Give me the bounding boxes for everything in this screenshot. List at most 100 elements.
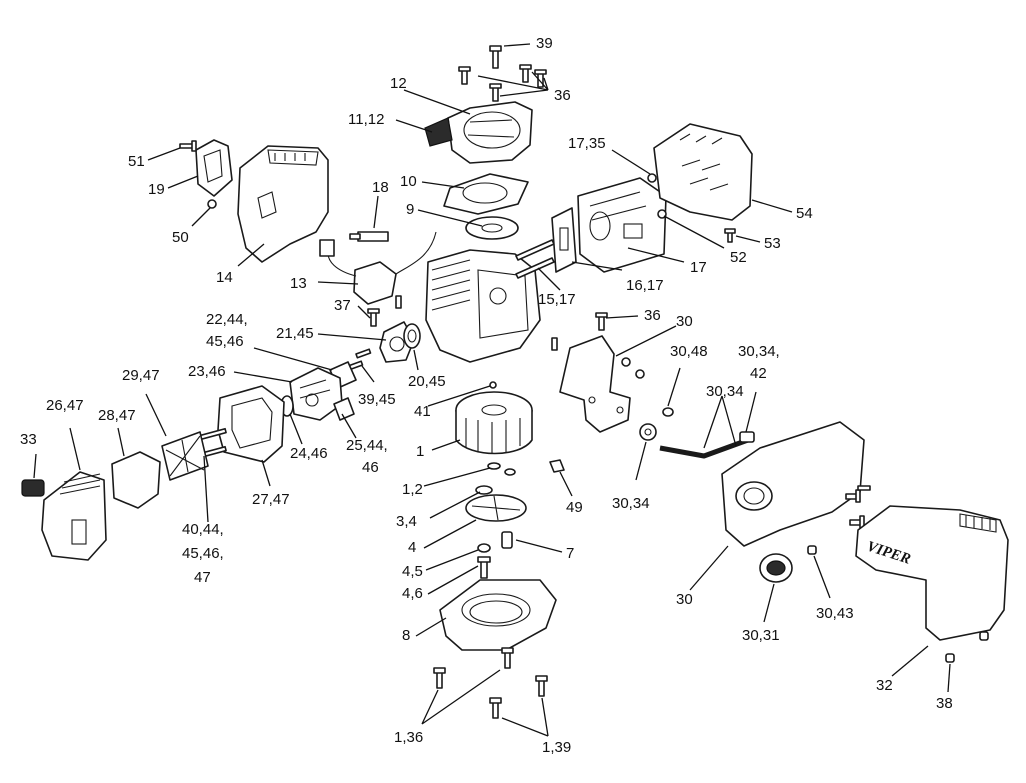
callout-1-2: 1,2 xyxy=(402,481,423,498)
muffler-cover-54 xyxy=(653,123,753,221)
screw-51 xyxy=(179,140,197,152)
screws-39-45 xyxy=(347,348,372,371)
fuel-line-30-34 xyxy=(639,407,755,459)
callout-18: 18 xyxy=(372,179,389,196)
callout-30-34-mid: 30,34 xyxy=(706,383,744,400)
pulley-9 xyxy=(465,216,519,240)
screws-tank xyxy=(845,485,871,529)
spacer-7 xyxy=(501,531,513,549)
callout-45-46b: 45,46, xyxy=(182,545,224,562)
callout-3-4: 3,4 xyxy=(396,513,417,530)
bracket-30 xyxy=(559,335,645,433)
air-filter-cover-26-47 xyxy=(41,471,107,561)
callout-23-46: 23,46 xyxy=(188,363,226,380)
callout-24-46: 24,46 xyxy=(290,445,328,462)
callout-30a: 30 xyxy=(676,313,693,330)
callout-46: 46 xyxy=(362,459,379,476)
filter-plate-29-47 xyxy=(161,431,209,481)
screw-50 xyxy=(207,199,217,209)
screw-38 xyxy=(945,653,955,663)
starter-housing xyxy=(447,101,533,164)
callout-38: 38 xyxy=(936,695,953,712)
gasket-20-45 xyxy=(403,323,421,349)
callout-4-5: 4,5 xyxy=(402,563,423,580)
callout-27-47: 27,47 xyxy=(252,491,290,508)
nut-49 xyxy=(549,459,565,473)
callout-30-43: 30,43 xyxy=(816,605,854,622)
callout-25-44: 25,44, xyxy=(346,437,388,454)
callout-16-17: 16,17 xyxy=(626,277,664,294)
callout-36b: 36 xyxy=(644,307,661,324)
filter-element-28-47 xyxy=(111,451,161,509)
screw-cover xyxy=(979,631,989,641)
callout-32: 32 xyxy=(876,677,893,694)
cylinder-crankcase xyxy=(425,249,541,363)
callout-29-47: 29,47 xyxy=(122,367,160,384)
washers-1-2 xyxy=(487,462,516,476)
callout-11-12: 11,12 xyxy=(348,111,384,128)
callout-30-34-low: 30,34 xyxy=(612,495,650,512)
callout-37: 37 xyxy=(334,297,351,314)
callout-1-36: 1,36 xyxy=(394,729,423,746)
bolt-4-6 xyxy=(477,556,491,579)
callout-12: 12 xyxy=(390,75,407,92)
air-filter-base-27-47 xyxy=(217,385,285,463)
callout-7: 7 xyxy=(566,545,574,562)
callout-39-45: 39,45 xyxy=(358,391,396,408)
callout-4: 4 xyxy=(408,539,416,556)
callout-13: 13 xyxy=(290,275,307,292)
callout-30-34-top: 30,34, xyxy=(738,343,780,360)
callout-33: 33 xyxy=(20,431,37,448)
flywheel-1 xyxy=(455,391,533,455)
callout-42: 42 xyxy=(750,365,767,382)
screw-30-43 xyxy=(807,545,817,555)
key-41 xyxy=(489,381,497,389)
callout-9: 9 xyxy=(406,201,414,218)
callout-26-47: 26,47 xyxy=(46,397,84,414)
callout-10: 10 xyxy=(400,173,417,190)
bottom-screws xyxy=(433,647,548,719)
callout-4-6: 4,6 xyxy=(402,585,423,602)
callout-30b: 30 xyxy=(676,591,693,608)
spacer-4-5 xyxy=(477,543,491,553)
callout-28-47: 28,47 xyxy=(98,407,136,424)
callout-19: 19 xyxy=(148,181,165,198)
screws-36-top xyxy=(458,64,547,102)
screw-39 xyxy=(489,45,502,69)
gasket-10 xyxy=(443,173,529,215)
callout-51: 51 xyxy=(128,153,145,170)
callout-40-44: 40,44, xyxy=(182,521,224,538)
callout-21-45: 21,45 xyxy=(276,325,314,342)
callout-labels: 39 36 12 11,12 17,35 51 19 10 54 18 9 50… xyxy=(20,35,953,756)
leader-lines xyxy=(33,43,951,737)
callout-17-35: 17,35 xyxy=(568,135,606,152)
fuel-cap-30-31 xyxy=(759,553,793,583)
primer-33 xyxy=(21,479,45,497)
starter-handle xyxy=(424,117,453,147)
callout-45-46: 45,46 xyxy=(206,333,244,350)
callout-41: 41 xyxy=(414,403,431,420)
spark-plug-18 xyxy=(349,231,389,242)
screw-36b xyxy=(595,312,608,331)
callout-15-17: 15,17 xyxy=(538,291,576,308)
screw-37 xyxy=(367,308,380,327)
cover-plate-19 xyxy=(195,139,233,197)
callout-47: 47 xyxy=(194,569,211,586)
carburetor-23-46 xyxy=(289,367,343,421)
callout-49: 49 xyxy=(566,499,583,516)
clutch-4 xyxy=(465,494,527,522)
ignition-coil-13 xyxy=(319,231,437,305)
engine-shroud xyxy=(237,145,329,263)
muffler-17 xyxy=(577,177,667,273)
callout-14: 14 xyxy=(216,269,233,286)
callout-1: 1 xyxy=(416,443,424,460)
clutch-housing-8 xyxy=(439,579,557,651)
screw-53 xyxy=(724,228,736,243)
callout-1-39: 1,39 xyxy=(542,739,571,756)
callout-17: 17 xyxy=(690,259,707,276)
fuel-tank-30 xyxy=(721,421,865,547)
callout-30-31: 30,31 xyxy=(742,627,780,644)
engine-cover-32: VIPER xyxy=(855,505,1009,641)
callout-8: 8 xyxy=(402,627,410,644)
